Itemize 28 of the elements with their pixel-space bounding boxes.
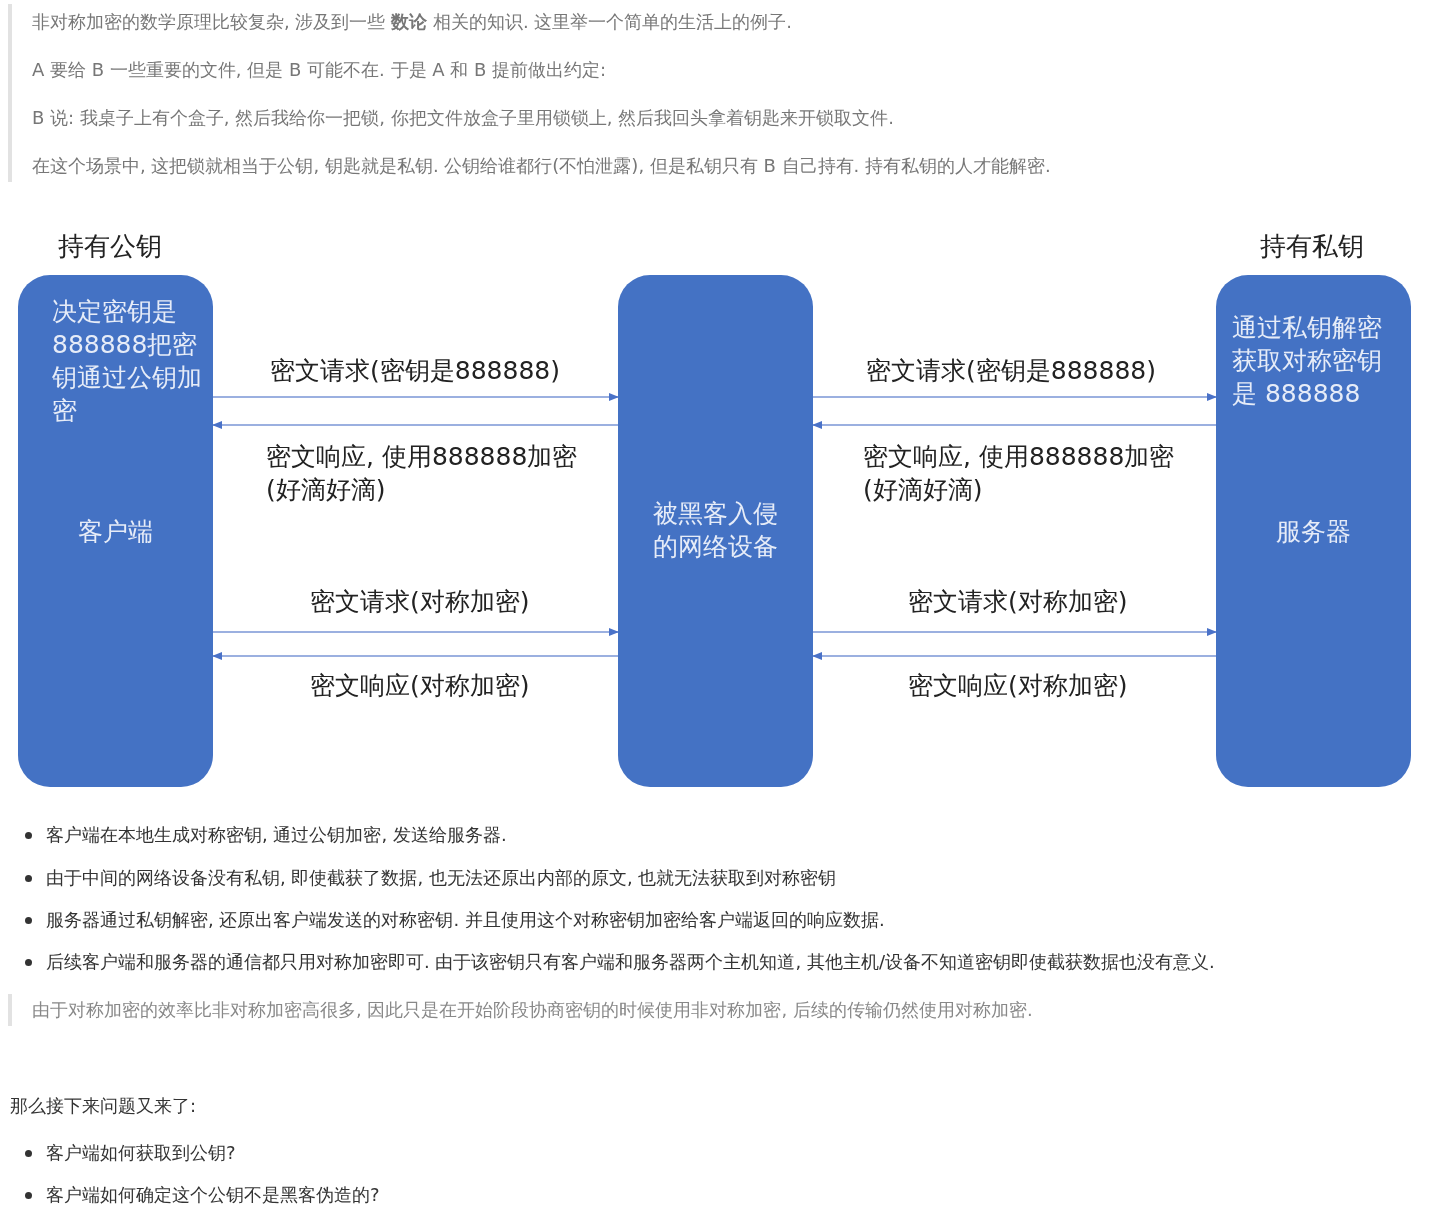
box-text: 被黑客入侵的网络设备 (652, 498, 779, 563)
bullet-text: 服务器通过私钥解密, 还原出客户端发送的对称密钥. 并且使用这个对称密钥加密给客户端返回的响应数据. (46, 908, 885, 932)
bullet-text: 后续客户端和服务器的通信都只用对称加密即可. 由于该密钥只有客户端和服务器两个主机知道, 其他主机/设备不知道密钥即使截获数据也没有意义. (46, 950, 1215, 974)
arrow (212, 652, 619, 660)
device-box (618, 275, 813, 787)
bullet-text: 由于中间的网络设备没有私钥, 即使截获了数据, 也无法还原出内部的原文, 也就无法获取到对称密钥 (46, 866, 837, 890)
paragraph-text: 由于对称加密的效率比非对称加密高很多, 因此只是在开始阶段协商密钥的时候使用非对称加密, 后续的传输仍然使用对称加密. (32, 998, 1033, 1022)
paragraph-text: 那么接下来问题又来了: (10, 1094, 197, 1118)
paragraph-text: 在这个场景中, 这把锁就相当于公钥, 钥匙就是私钥. 公钥给谁都行(不怕泄露), 但是私钥只有 B 自己持有. 持有私钥的人才能解密. (32, 154, 1051, 178)
arrow (812, 421, 1217, 429)
arrow (212, 393, 619, 401)
column-heading: 持有私钥 (1260, 230, 1364, 263)
bullet-text: 客户端在本地生成对称密钥, 通过公钥加密, 发送给服务器. (46, 823, 507, 847)
box-text: 通过私钥解密获取对称密钥是 888888 (1232, 312, 1383, 410)
bullet-text: 客户端如何获取到公钥? (46, 1141, 236, 1165)
paragraph-text: 非对称加密的数学原理比较复杂, 涉及到一些 数论 相关的知识. 这里举一个简单的生活上的例子. (32, 10, 793, 34)
box-text: 服务器 (1275, 516, 1352, 548)
box-text: 客户端 (77, 516, 154, 548)
paragraph-text: B 说: 我桌子上有个盒子, 然后我给你一把锁, 你把文件放盒子里用锁锁上, 然后我回头拿着钥匙来开锁取文件. (32, 106, 894, 130)
arrow (212, 628, 619, 636)
arrow (812, 393, 1217, 401)
paragraph-text: A 要给 B 一些重要的文件, 但是 B 可能不在. 于是 A 和 B 提前做出约定: (32, 58, 607, 82)
arrow (812, 628, 1217, 636)
arrow (212, 421, 619, 429)
arrow (812, 652, 1217, 660)
column-heading: 持有公钥 (58, 230, 162, 263)
box-text: 决定密钥是888888把密钥通过公钥加密 (52, 296, 202, 427)
bullet-text: 客户端如何确定这个公钥不是黑客伪造的? (46, 1183, 380, 1207)
